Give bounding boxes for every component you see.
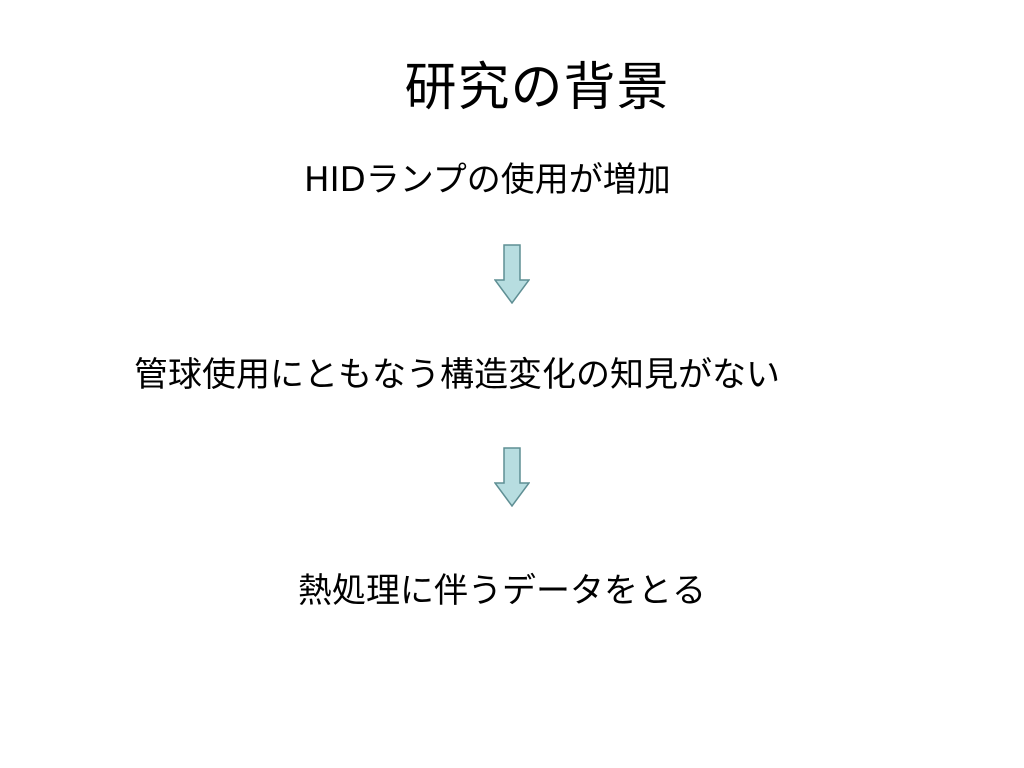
arrow-shape: [494, 244, 530, 304]
down-arrow-icon: [494, 447, 530, 507]
arrow-shape: [494, 447, 530, 507]
down-arrow-icon: [494, 244, 530, 304]
flow-step-3: 熱処理に伴うデータをとる: [298, 571, 706, 611]
slide-title: 研究の背景: [404, 58, 670, 118]
flow-step-2: 管球使用にともなう構造変化の知見がない: [134, 355, 780, 395]
flow-step-1: HIDランプの使用が増加: [304, 160, 671, 200]
